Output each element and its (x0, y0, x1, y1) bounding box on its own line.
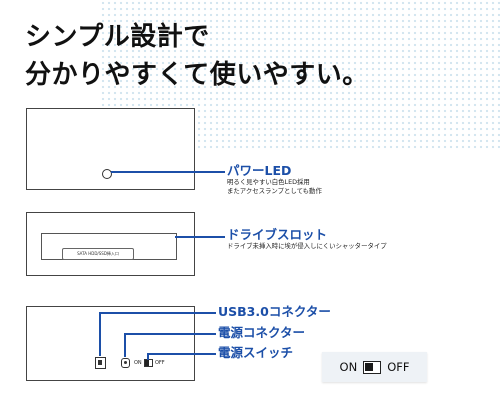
device-rear-view: ON OFF (26, 306, 195, 381)
callout-power-switch-title: 電源スイッチ (218, 345, 294, 360)
callout-power-led-desc-2: またアクセスランプとしても動作 (227, 187, 322, 195)
headline-line-2: 分かりやすくて使いやすい。 (25, 60, 369, 90)
usb-port-icon (95, 357, 106, 369)
drive-slot: SATA HDD/SSD挿入口 (41, 233, 177, 260)
callout-drive-slot-title: ドライブスロット (227, 227, 328, 242)
power-switch-badge: ON OFF (322, 352, 427, 382)
power-led-icon (102, 169, 112, 179)
rear-switch-off-label: OFF (155, 360, 165, 366)
callout-power-led: パワーLED 明るく見やすい白色LED採用 またアクセスランプとしても動作 (227, 164, 322, 196)
callout-drive-slot: ドライブスロット ドライブ未挿入時に埃が侵入しにくいシャッタータイプ (227, 228, 387, 251)
device-front-view (26, 108, 195, 190)
rear-switch-on-label: ON (134, 360, 142, 366)
headline: シンプル設計で 分かりやすくて使いやすい。 (25, 18, 369, 94)
switch-badge-off-label: OFF (387, 360, 410, 374)
callout-power-led-desc-1: 明るく見やすい白色LED採用 (227, 178, 310, 186)
toggle-switch-icon (363, 360, 382, 374)
callout-power-connector-title: 電源コネクター (218, 325, 306, 340)
slot-tab-label: SATA HDD/SSD挿入口 (62, 248, 134, 260)
device-top-view: SATA HDD/SSD挿入口 (26, 212, 195, 276)
callout-power-led-title: パワーLED (227, 163, 292, 178)
callout-usb-title: USB3.0コネクター (218, 304, 331, 319)
rear-switch-icon (144, 359, 153, 367)
callout-power-switch: 電源スイッチ (218, 346, 293, 360)
callout-power-connector: 電源コネクター (218, 326, 305, 340)
callout-drive-slot-desc: ドライブ未挿入時に埃が侵入しにくいシャッタータイプ (227, 242, 387, 250)
callout-usb-connector: USB3.0コネクター (218, 305, 331, 319)
headline-line-1: シンプル設計で (25, 22, 210, 52)
switch-badge-on-label: ON (339, 360, 358, 374)
power-connector-icon (121, 358, 130, 368)
